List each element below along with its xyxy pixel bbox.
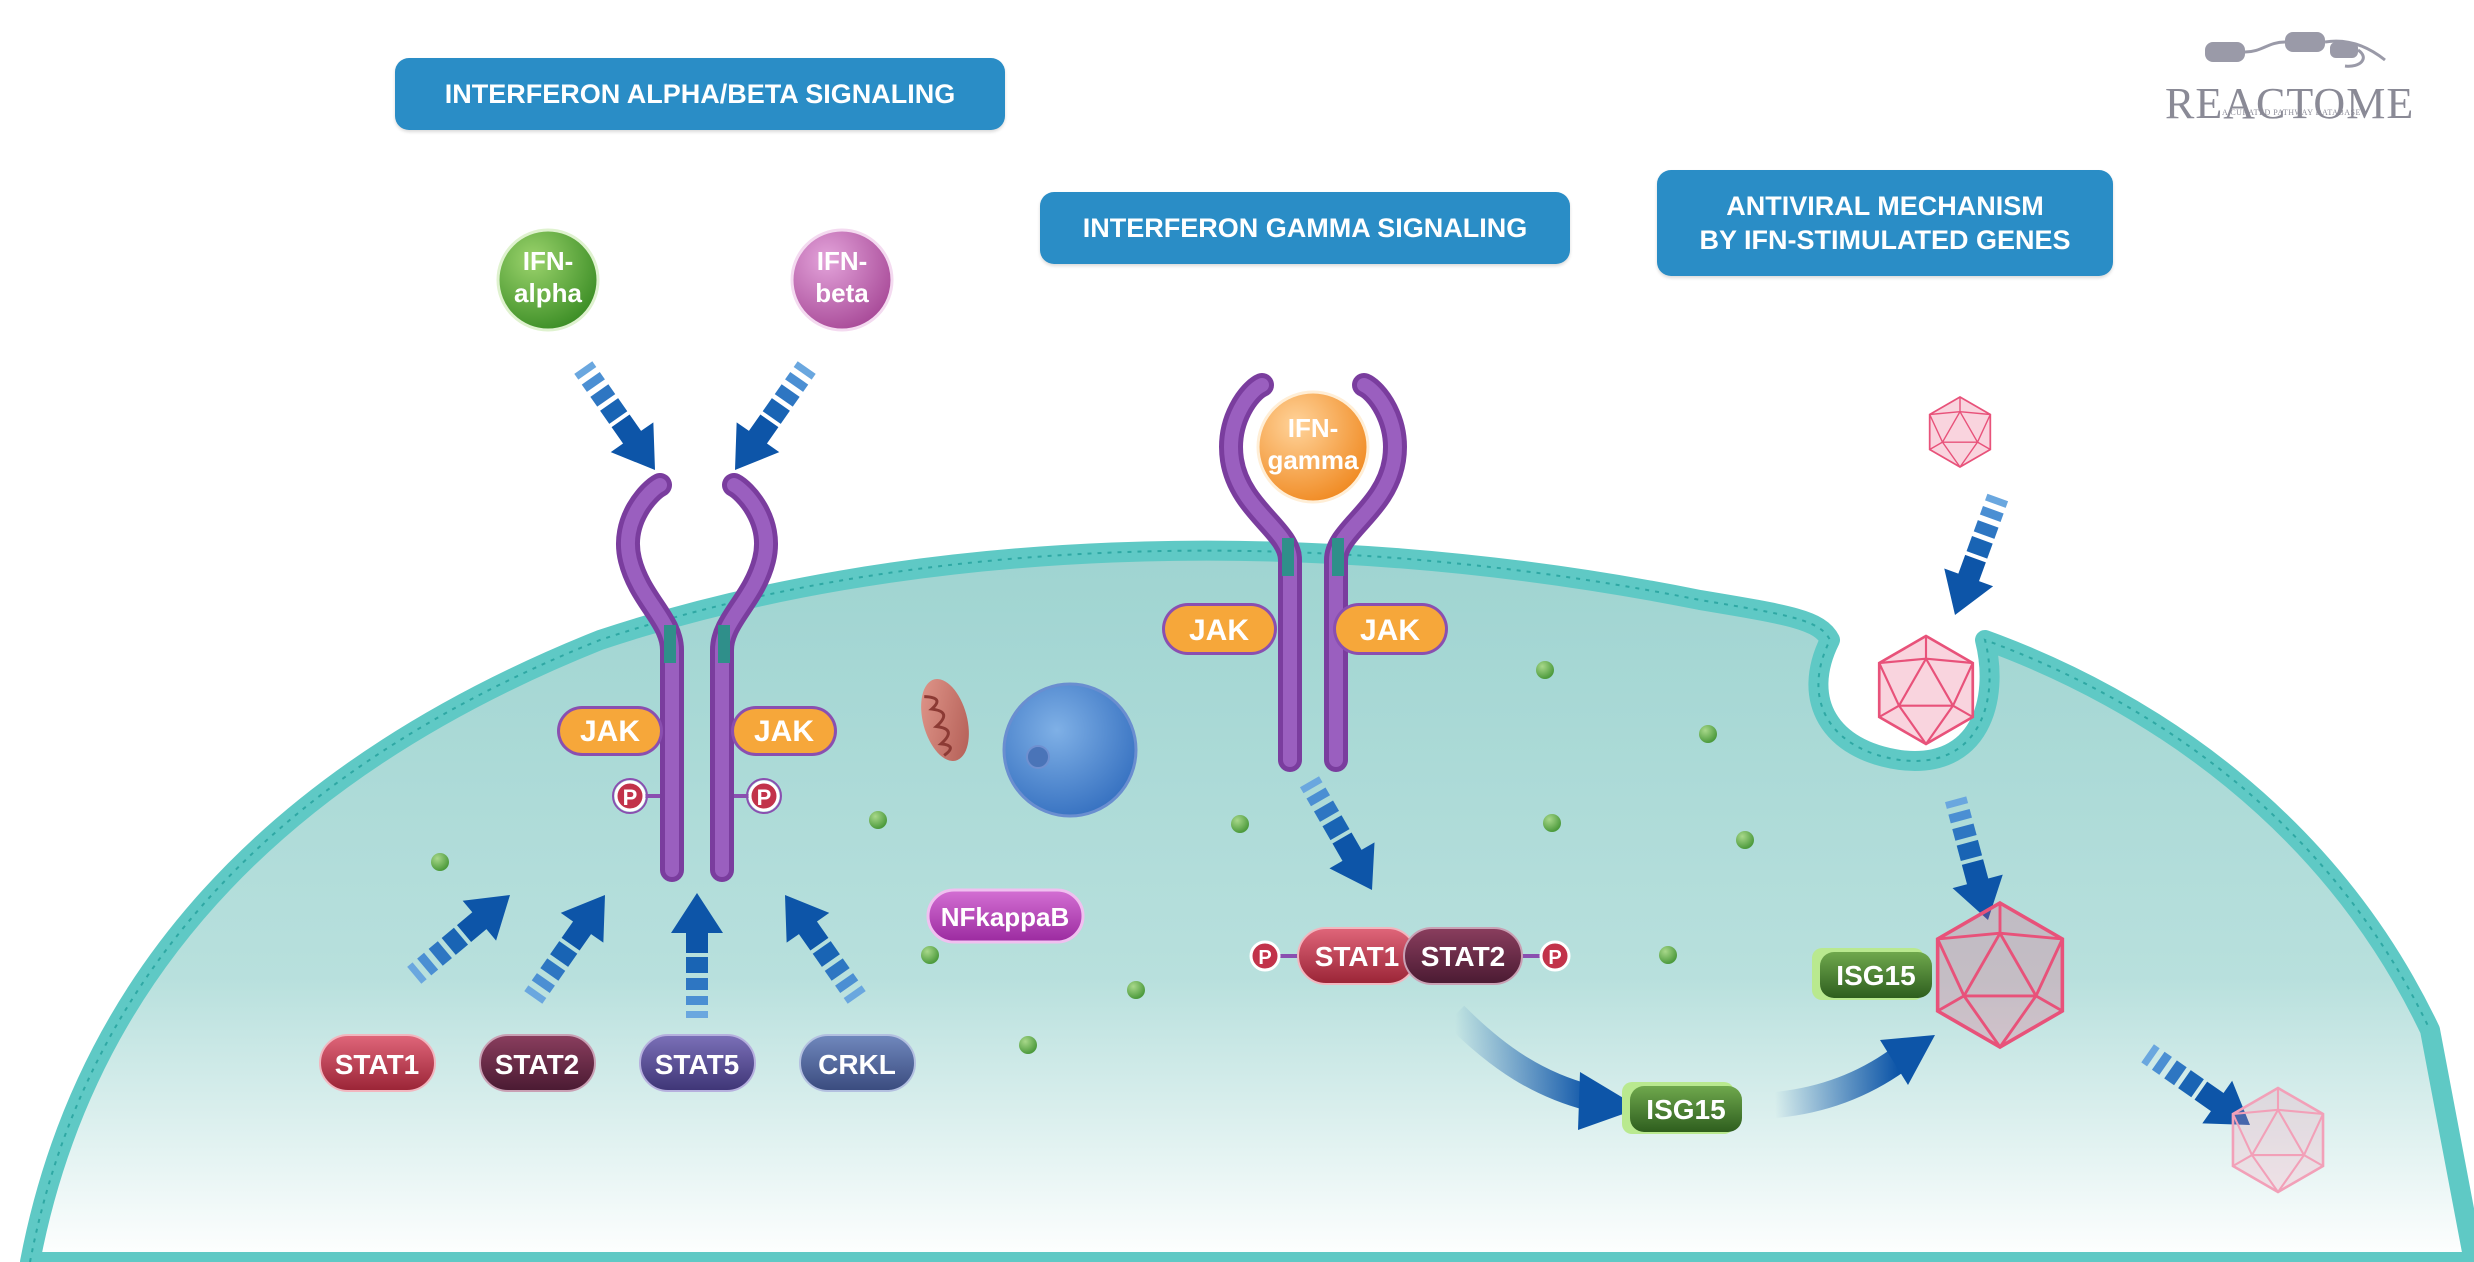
cytoplasm-particle [921,946,939,964]
svg-text:JAK: JAK [580,715,640,748]
svg-text:P: P [757,785,772,810]
cytoplasm-particle [431,853,449,871]
cytoplasm-particle [1736,831,1754,849]
isg15-product: ISG15 [1622,1082,1742,1134]
svg-text:JAK: JAK [1360,614,1420,647]
svg-text:STAT5: STAT5 [655,1049,740,1080]
ifn-gamma-label-2: gamma [1267,445,1359,475]
ifn-alpha-label-2: alpha [514,278,582,308]
ifn-beta-ligand: IFN- beta [790,228,894,332]
reactome-logo-text: REACTOME [2165,79,2415,128]
crkl-protein: CRKL [799,1034,916,1092]
arrow-virus-entry [1930,488,2023,624]
mitochondrion [921,679,969,761]
cell-cytoplasm [20,540,2474,1262]
phospho-right: P [746,778,782,814]
title-antiviral-mechanism: ANTIVIRAL MECHANISM BY IFN-STIMULATED GE… [1657,170,2113,276]
nucleus [1002,682,1138,818]
dimer-stat2-label: STAT2 [1421,941,1506,972]
svg-text:JAK: JAK [754,715,814,748]
arrow-ifn-alpha-to-receptor [562,352,677,485]
arrow-isg15-to-virus [1773,1035,1935,1118]
cytoplasm-particle [1127,981,1145,999]
title-interferon-gamma: INTERFERON GAMMA SIGNALING [1040,192,1570,264]
cytoplasm-particles [431,661,1754,1054]
ifn-gamma-label-1: IFN- [1288,413,1339,443]
cytoplasm-particle [1543,814,1561,832]
ifn-alpha-label-1: IFN- [523,246,574,276]
jak-gamma-right: JAK [1333,603,1448,655]
cytoplasm-particle [1536,661,1554,679]
title-interferon-alpha-beta: INTERFERON ALPHA/BETA SIGNALING [395,58,1005,130]
dimer-stat1-label: STAT1 [1315,941,1400,972]
ifn-beta-label-1: IFN- [817,246,868,276]
arrow-ifn-beta-to-receptor [713,352,828,485]
nucleolus [1026,745,1050,769]
svg-text:ISG15: ISG15 [1646,1094,1725,1125]
dimer-phospho-right: P [1548,947,1561,969]
ifn-gamma-receptor [1219,373,1407,772]
nfkappab-protein: NFkappaB [926,888,1085,944]
jak-alpha-right: JAK [731,706,837,756]
ifn-gamma-ligand: IFN- gamma [1256,390,1370,504]
svg-text:CRKL: CRKL [818,1049,896,1080]
isg15-bound: ISG15 [1812,948,1932,1000]
svg-text:NFkappaB: NFkappaB [941,902,1070,932]
stat2-protein: STAT2 [479,1034,596,1092]
stat5-protein: STAT5 [639,1034,756,1092]
dimer-phospho-left: P [1258,947,1271,969]
reactome-logo-subtitle: A CURATED PATHWAY DATABASE [2222,108,2361,117]
phospho-left: P [612,778,648,814]
svg-text:JAK: JAK [1189,614,1249,647]
arrow-stat-dimer-to-isg15 [1445,1005,1640,1130]
cytoplasm-particle [1699,725,1717,743]
reactome-logo-icon [2205,32,2386,68]
ifn-alpha-ligand: IFN- alpha [496,228,600,332]
stat1-protein: STAT1 [319,1034,436,1092]
ifn-alpha-beta-receptor [616,473,778,882]
virus-extracellular-icon [1928,396,1992,468]
svg-text:STAT1: STAT1 [335,1049,420,1080]
svg-text:P: P [623,785,638,810]
stat1-stat2-dimer: P P STAT1 STAT2 [1249,927,1571,985]
jak-alpha-left: JAK [557,706,663,756]
ifn-beta-label-2: beta [815,278,869,308]
jak-gamma-left: JAK [1162,603,1277,655]
cytoplasm-particle [1019,1036,1037,1054]
cytoplasm-particle [1231,815,1249,833]
svg-text:STAT2: STAT2 [495,1049,580,1080]
cytoplasm-particle [1659,946,1677,964]
virus-endocytosed-icon [1877,634,1975,746]
cytoplasm-particle [869,811,887,829]
svg-text:ISG15: ISG15 [1836,960,1915,991]
